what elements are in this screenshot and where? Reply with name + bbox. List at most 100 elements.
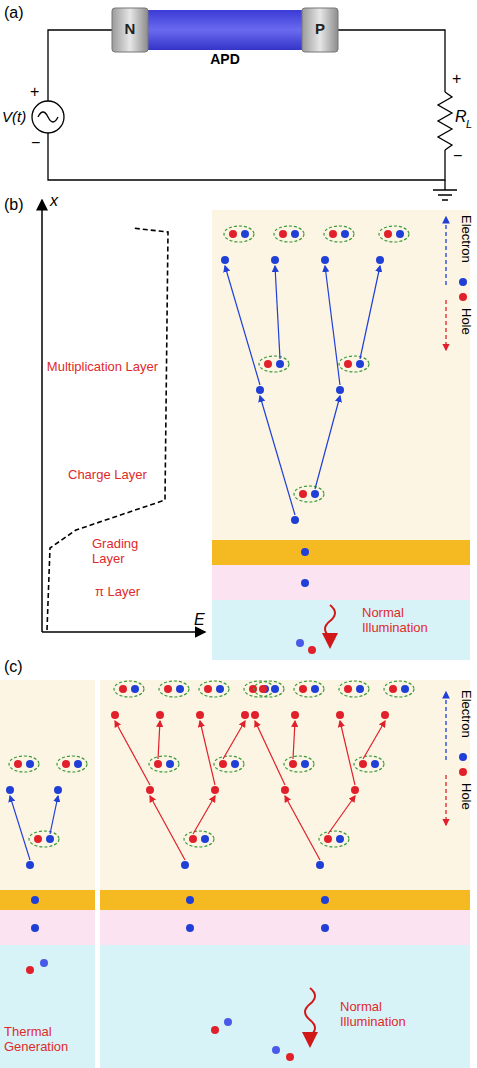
- carrier-label: Hole: [458, 308, 473, 335]
- panel-letter: (a): [4, 4, 24, 22]
- electron-dot: [31, 896, 39, 904]
- polarity-sign: −: [31, 134, 40, 152]
- axis-label: x: [50, 192, 58, 210]
- electron-dot: [336, 835, 344, 843]
- hole-dot: [211, 1026, 219, 1034]
- sine-symbol: [38, 112, 58, 122]
- absorption-band: [212, 600, 470, 660]
- multiplication-band: [212, 210, 470, 540]
- polarity-sign: +: [452, 70, 461, 88]
- carrier-label: Electron: [458, 690, 473, 738]
- hole-dot: [336, 711, 344, 719]
- absorption-layer: Normal Illumination: [212, 600, 470, 660]
- multiplication-band: [100, 680, 470, 890]
- electron-dot: [221, 256, 229, 264]
- node-text: APD: [112, 51, 338, 67]
- hole-dot: [119, 685, 127, 693]
- hole-dot: [259, 685, 267, 693]
- hole-dot: [351, 786, 359, 794]
- p-contact: [302, 8, 338, 52]
- hole-dot: [359, 760, 367, 768]
- electron-direction: [445, 217, 446, 285]
- pair-ellipse: [284, 756, 314, 772]
- n-contact-box: N: [112, 8, 148, 50]
- ac-source-symbol: [32, 101, 64, 133]
- carrier-path: [293, 721, 295, 759]
- electron-dot: [291, 230, 299, 238]
- electron-dot: [336, 386, 344, 394]
- hole-dot: [279, 230, 287, 238]
- pair-ellipse: [184, 831, 214, 847]
- electron-dot: [46, 835, 54, 843]
- electron-dot: [186, 896, 194, 904]
- hole-dot: [26, 966, 34, 974]
- carrier-path: [225, 266, 260, 385]
- carrier-path: [328, 796, 355, 834]
- electron-dot: [241, 230, 249, 238]
- e-axis: [42, 631, 205, 633]
- hole-dot: [229, 230, 237, 238]
- carrier-path: [340, 721, 355, 785]
- x-axis: [41, 200, 43, 632]
- electron-dot: [301, 760, 309, 768]
- hole-dot: [308, 646, 316, 654]
- hole-dot: [219, 760, 227, 768]
- electron-dot: [311, 685, 319, 693]
- electron-dot: [401, 685, 409, 693]
- multiplication-band: [0, 680, 95, 890]
- grading-band: [0, 910, 95, 945]
- hole-dot: [381, 711, 389, 719]
- carrier-path: [315, 396, 340, 489]
- hole-dot: [156, 711, 164, 719]
- carrier-path: [50, 796, 58, 834]
- node-text: Normal Illumination: [340, 1000, 450, 1030]
- layer-label: Grading Layer: [92, 537, 152, 567]
- pair-ellipse: [259, 356, 289, 372]
- carrier-path: [223, 721, 245, 759]
- pair-ellipse: [114, 681, 144, 697]
- pair-ellipse: [384, 681, 414, 697]
- electron-dot: [224, 1018, 232, 1026]
- electron-dot: [216, 685, 224, 693]
- carrier-path: [363, 721, 385, 759]
- hole-direction: [445, 300, 446, 350]
- hole-dot: [196, 711, 204, 719]
- hole-dot: [146, 786, 154, 794]
- p-contact-box: P: [302, 8, 338, 50]
- light-arrow: [305, 988, 315, 1044]
- pair-ellipse: [254, 681, 284, 697]
- electron-dot: [356, 360, 364, 368]
- component-subscript: L: [466, 118, 472, 131]
- panel-letter: (b): [4, 196, 24, 214]
- hole-dot: [264, 360, 272, 368]
- pair-ellipse: [57, 756, 87, 772]
- carrier-label: Hole: [458, 783, 473, 810]
- node-text: P: [302, 20, 338, 37]
- electron-dot: [316, 861, 324, 869]
- carrier-path: [325, 266, 340, 385]
- hole-dot: [389, 685, 397, 693]
- electron-dot: [321, 896, 329, 904]
- electron-dot: [26, 861, 34, 869]
- electron-direction: [445, 692, 446, 760]
- n-contact: [112, 8, 148, 52]
- pair-ellipse: [199, 681, 229, 697]
- electron-dot: [321, 924, 329, 932]
- absorption-band: [100, 945, 470, 1068]
- apd-body: [148, 10, 302, 50]
- electron-dot: [131, 685, 139, 693]
- electron-dot: [271, 685, 279, 693]
- electron-dot: [31, 924, 39, 932]
- hole-dot: [291, 711, 299, 719]
- polarity-sign: −: [453, 147, 462, 165]
- electron-dot: [276, 360, 284, 368]
- charge-band: [212, 540, 470, 565]
- carrier-path: [115, 721, 150, 785]
- charge-band: [100, 890, 470, 910]
- electron-dot: [271, 256, 279, 264]
- hole-dot: [164, 685, 172, 693]
- grading-band: [212, 565, 470, 600]
- pair-ellipse: [9, 756, 39, 772]
